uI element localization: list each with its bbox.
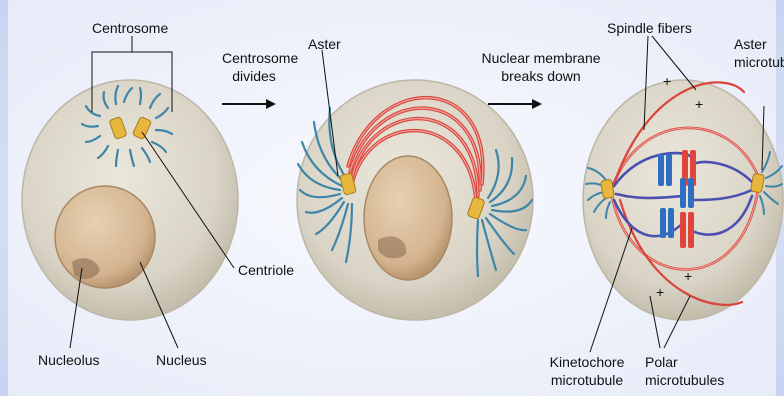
spindle-fibers-label: Spindle fibers bbox=[607, 20, 692, 36]
aster-microtubule-label-2: microtubules bbox=[734, 54, 784, 70]
kinetochore-label-1: Kinetochore bbox=[542, 354, 632, 370]
centrosome-label: Centrosome bbox=[92, 20, 168, 36]
nucleus-label: Nucleus bbox=[156, 352, 207, 368]
nucleolus-label: Nucleolus bbox=[38, 352, 99, 368]
centrosome-divides-label-1: Centrosome bbox=[222, 50, 286, 66]
nucleus bbox=[55, 186, 155, 288]
plus-sign: + bbox=[656, 284, 664, 300]
polar-label-2: microtubules bbox=[645, 372, 724, 388]
aster-label: Aster bbox=[308, 36, 341, 52]
centriole-label: Centriole bbox=[238, 262, 294, 278]
nuclear-membrane-label-1: Nuclear membrane bbox=[476, 50, 606, 66]
plus-sign: + bbox=[684, 268, 692, 284]
centrosome-divides-label-2: divides bbox=[222, 68, 286, 84]
plus-sign: + bbox=[663, 73, 671, 89]
aster-microtubule-label-1: Aster bbox=[734, 36, 767, 52]
plus-sign: + bbox=[695, 96, 703, 112]
polar-label-1: Polar bbox=[645, 354, 678, 370]
kinetochore-label-2: microtubule bbox=[542, 372, 632, 388]
nucleus-2 bbox=[364, 156, 452, 280]
nuclear-membrane-label-2: breaks down bbox=[476, 68, 606, 84]
